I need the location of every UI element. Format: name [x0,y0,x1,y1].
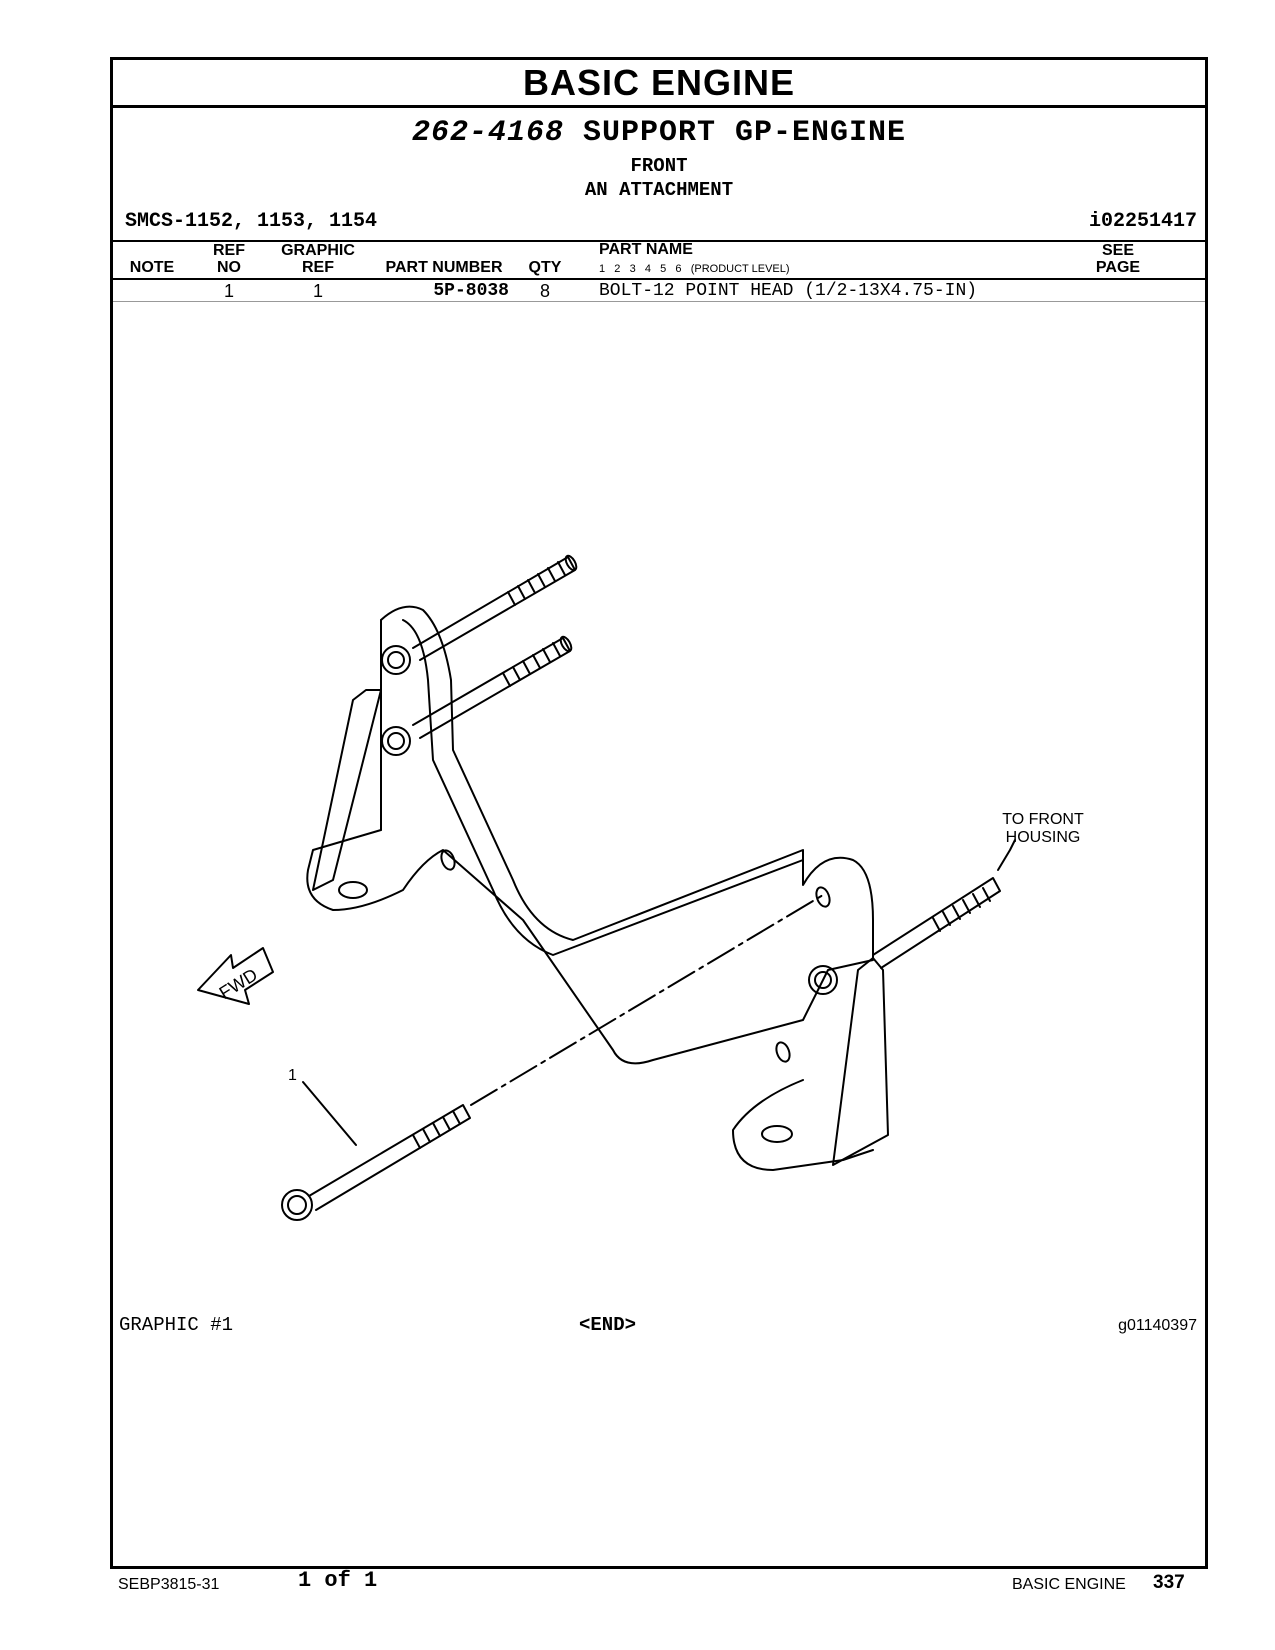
row-divider [113,301,1205,302]
bolt-head-c [808,965,838,995]
cell-part-name: BOLT-12 POINT HEAD (1/2-13X4.75-IN) [599,281,978,301]
group-subtitle-attachment: AN ATTACHMENT [584,179,734,201]
col-ref-no-line2: NO [217,259,241,276]
group-heading: 262-4168 SUPPORT GP-ENGINE [113,116,1205,150]
group-name: SUPPORT GP-ENGINE [582,116,907,150]
center-line [470,894,824,1106]
group-part-number: 262-4168 [411,116,564,150]
left-gusset [312,689,382,891]
fwd-label: FWD [216,964,261,1003]
graphic-id: g01140397 [1118,1317,1197,1334]
doc-number: SEBP3815-31 [118,1576,220,1593]
col-see-page-line2: PAGE [1095,259,1141,276]
cell-ref-no: 1 [223,281,234,301]
bolt-upper-1 [412,554,578,661]
col-product-levels: 1 2 3 4 5 6 (PRODUCT LEVEL) [599,263,790,275]
item1-callout: 1 [288,1067,297,1084]
page-frame: BASIC ENGINE 262-4168 SUPPORT GP-ENGINE … [110,57,1208,1569]
col-ref-no-line1: REF [213,242,245,259]
illustration-id: i02251417 [1088,210,1197,233]
right-foot [732,1079,874,1171]
fwd-arrow-icon [197,947,274,1005]
col-qty: QTY [528,259,562,276]
group-subtitle-front: FRONT [630,155,688,177]
bolt-head-b [381,726,411,756]
loose-bolt [281,1104,471,1221]
cell-qty: 8 [539,281,550,301]
front-housing-note-line2: HOUSING [1006,829,1081,846]
page-of: 1 of 1 [298,1568,378,1593]
main-bracket [306,605,874,1065]
col-graphic-ref-line2: REF [302,259,334,276]
col-part-name: PART NAME [599,241,693,258]
page-title: BASIC ENGINE [113,60,1205,108]
smcs-codes: SMCS-1152, 1153, 1154 [125,210,378,233]
footer-section: BASIC ENGINE [1012,1576,1126,1593]
front-housing-note-line1: TO FRONT [1002,811,1084,828]
bolt-head-a [381,645,411,675]
col-graphic-ref-line1: GRAPHIC [281,242,355,259]
page-number: 337 [1153,1572,1185,1593]
exploded-view-drawing: FWD 1 TO FRONT HOUSING [197,554,1084,1221]
front-housing-leader [997,839,1016,871]
col-see-page-line1: SEE [1101,242,1134,259]
cell-part-number[interactable]: 5P-8038 [433,281,509,301]
bolt-right [872,877,1001,969]
table-header-rule [113,278,1205,280]
bolt-upper-2 [412,635,573,739]
col-note: NOTE [129,259,175,276]
table-top-rule [113,240,1205,242]
right-gusset [832,957,889,1166]
cell-graphic-ref: 1 [312,281,323,301]
item1-leader [302,1081,357,1146]
col-part-number: PART NUMBER [385,259,503,276]
graphic-label: GRAPHIC #1 [119,1314,234,1336]
end-label: <END> [579,1314,637,1336]
